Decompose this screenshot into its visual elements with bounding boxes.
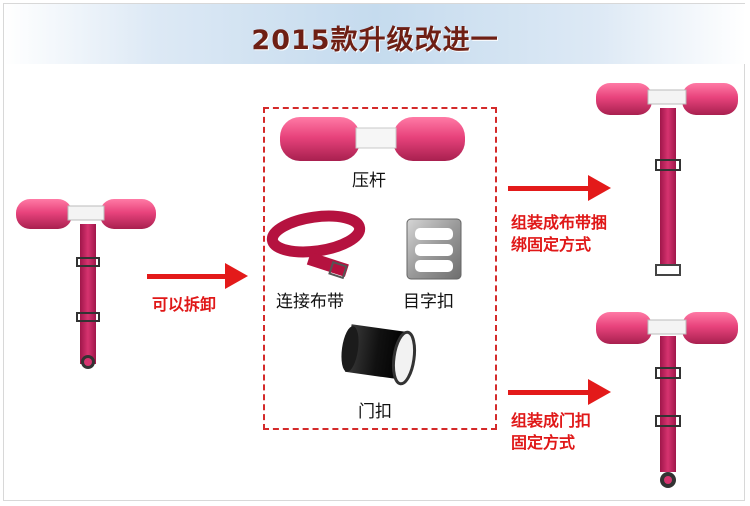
image-frame [3,3,745,501]
strap-method-label-line1: 组装成布带捆 [511,213,608,232]
strap-method-label-line2: 绑固定方式 [511,235,592,254]
arrow-to-strap-method [508,175,611,201]
strap-label: 连接布带 [276,292,344,312]
buckle-part-image [406,218,462,280]
arrow-to-door-method [508,379,611,405]
door-buckle-part-image [341,324,417,386]
door-buckle-label: 门扣 [358,402,392,422]
detachable-label: 可以拆卸 [152,295,217,314]
strap-tied-device [596,83,738,276]
page-title: 2015款升级改进一 [251,25,499,56]
parts-dashed-box [263,107,497,430]
door-method-label-line1: 组装成门扣 [511,411,592,430]
strap-part-image [266,210,366,280]
bar-part-image [280,117,465,161]
arrow-to-parts [147,263,248,289]
buckle-label: 目字扣 [403,292,454,312]
door-buckle-device [596,312,738,488]
title-banner [4,4,746,64]
bar-label: 压杆 [352,171,386,191]
left-assembled-device [16,199,156,369]
door-method-label-line2: 固定方式 [511,433,576,452]
